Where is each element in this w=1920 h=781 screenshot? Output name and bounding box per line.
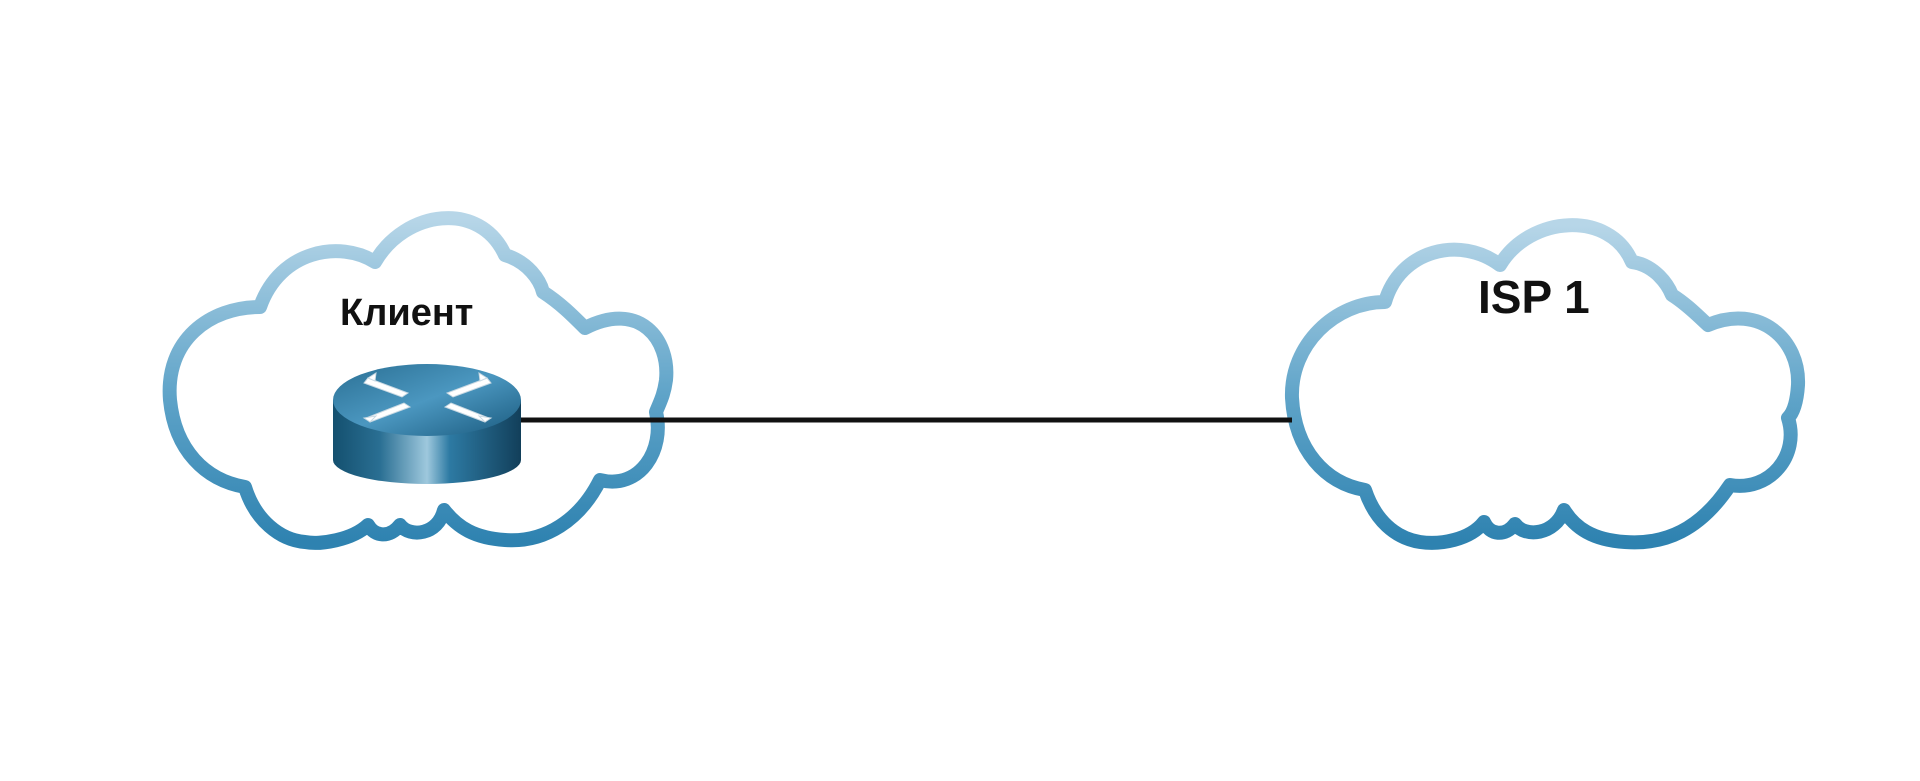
isp-cloud-label: ISP 1 — [1478, 271, 1590, 323]
router-icon[interactable] — [333, 364, 521, 484]
client-cloud — [162, 211, 674, 550]
cloud-icon — [1284, 218, 1806, 550]
router-arrows — [362, 372, 493, 423]
cloud-icon — [162, 211, 674, 550]
router-top — [333, 364, 521, 436]
isp-cloud — [1284, 218, 1806, 550]
client-cloud-label: Клиент — [340, 292, 474, 334]
